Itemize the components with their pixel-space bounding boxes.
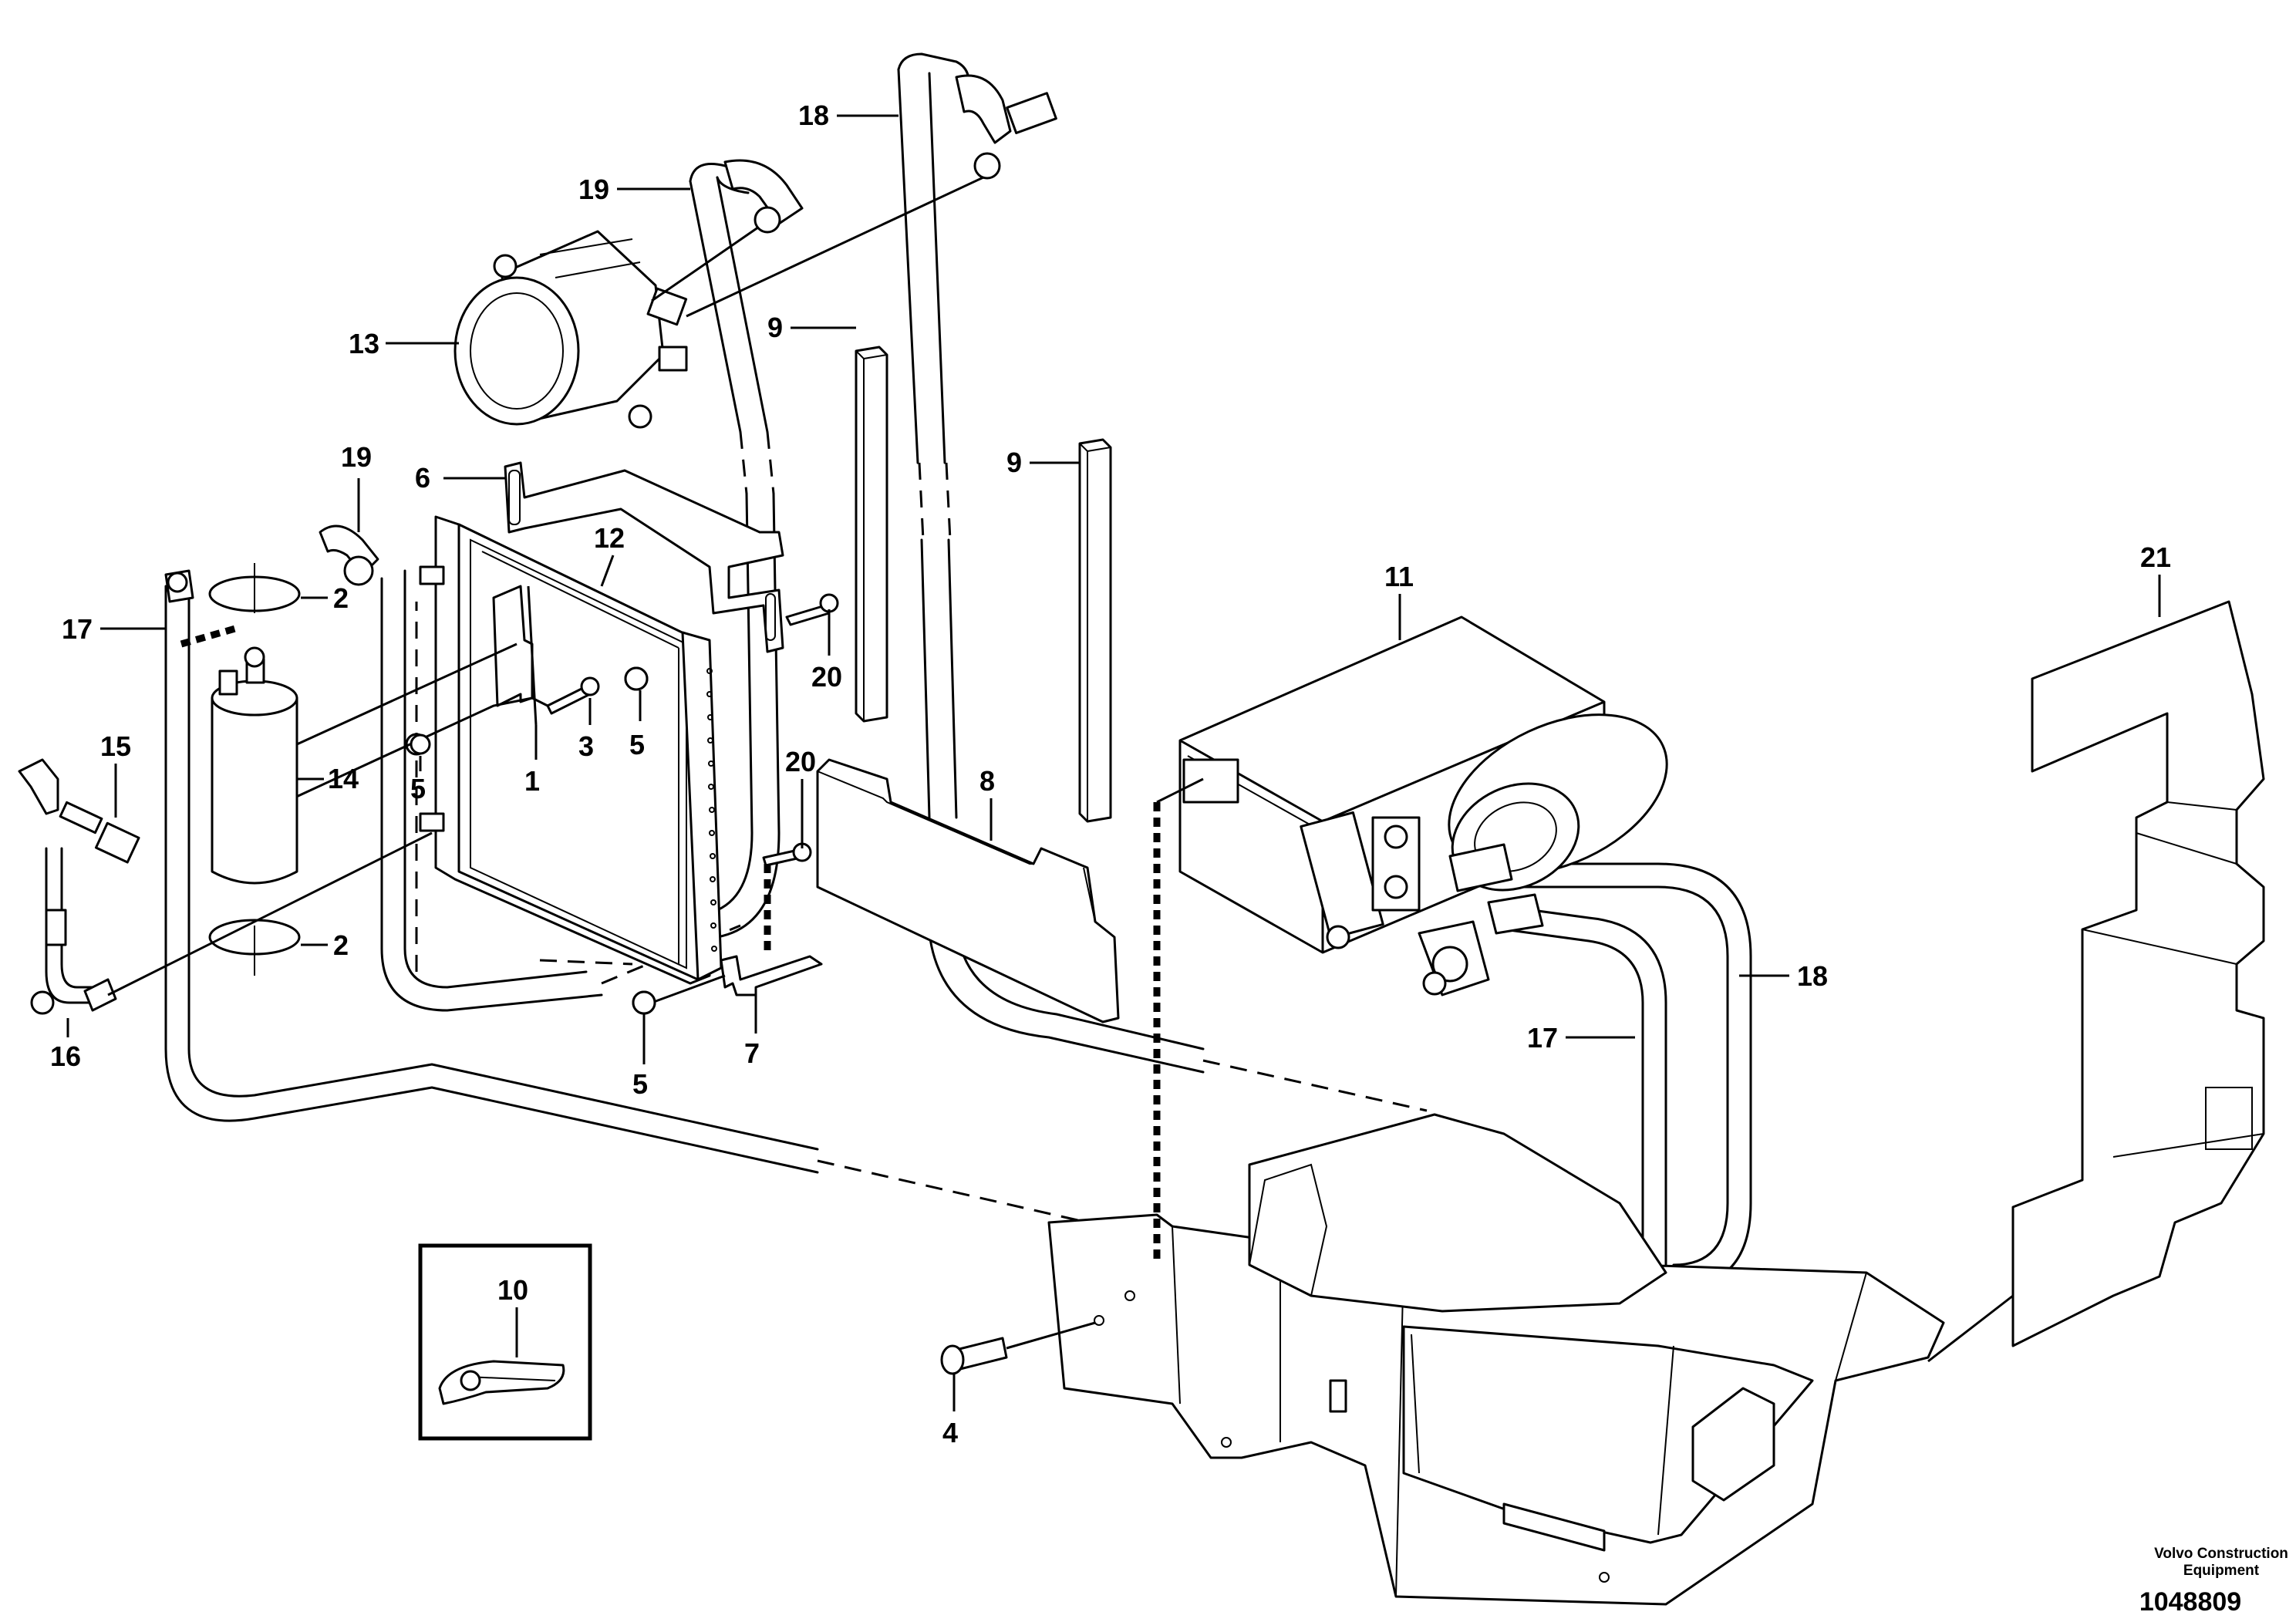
part-16-fitting (18, 758, 433, 1015)
callout-10: 10 (497, 1274, 528, 1306)
brand-line-1: Volvo Construction (2154, 1546, 2288, 1562)
part-15-pressure-switch (59, 801, 140, 864)
callout-8: 8 (979, 765, 995, 797)
callout-3: 3 (578, 730, 594, 762)
callout-13: 13 (349, 328, 379, 359)
callout-9b: 9 (1006, 447, 1022, 478)
callout-5a: 5 (410, 773, 426, 804)
leader-lines (66, 114, 2161, 1411)
callout-20a: 20 (811, 661, 842, 693)
callout-18a: 18 (798, 99, 829, 131)
fitting-17-left (164, 569, 194, 603)
callout-labels: 1 2 2 3 4 5 5 5 6 7 8 9 9 10 11 12 13 14… (50, 99, 2171, 1448)
callout-2a: 2 (333, 582, 349, 614)
lower-housing-tray (1047, 777, 1945, 1606)
document-number: 1048809 (2139, 1587, 2241, 1617)
callout-5b: 5 (629, 729, 645, 760)
callout-19a: 19 (578, 174, 609, 205)
callout-7: 7 (744, 1037, 760, 1069)
part-20-screws (762, 593, 839, 953)
fitting-19-left (319, 524, 379, 586)
callout-19b: 19 (341, 441, 372, 473)
callout-11: 11 (1384, 561, 1414, 592)
part-4-bolt (940, 1315, 1104, 1375)
part-21-side-panel (2011, 600, 2265, 1347)
part-12-condenser (292, 515, 723, 985)
fitting-19-top (723, 159, 804, 234)
part-14-receiver-drier (211, 642, 518, 885)
part-2-clamps (180, 563, 301, 976)
callout-14: 14 (328, 763, 359, 794)
part-11-evaporator-unit (1178, 615, 1668, 996)
callout-6: 6 (415, 462, 430, 494)
brand-line-2: Equipment (2183, 1563, 2260, 1579)
callout-1: 1 (524, 765, 540, 797)
callout-18b: 18 (1797, 960, 1828, 992)
callout-2b: 2 (333, 929, 349, 961)
callout-16: 16 (50, 1040, 81, 1072)
footer: Volvo Construction Equipment 1048809 (2139, 1546, 2288, 1617)
callout-17b: 17 (1527, 1022, 1558, 1054)
condenser-fins (706, 668, 717, 952)
part-9-foam-strips (855, 346, 1112, 823)
callout-4: 4 (942, 1417, 958, 1448)
part-5-nuts (410, 666, 656, 1015)
part-8-foam-block (816, 758, 1120, 1023)
callout-15: 15 (100, 730, 131, 762)
part-6-bracket (504, 461, 784, 653)
callout-12: 12 (594, 522, 625, 554)
fitting-18-top (955, 74, 1057, 180)
callout-17a: 17 (62, 613, 93, 645)
callout-20b: 20 (785, 746, 816, 777)
part-13-compressor (453, 176, 984, 429)
part-10-inset (418, 1243, 592, 1441)
callout-5c: 5 (632, 1068, 648, 1100)
callout-21: 21 (2140, 541, 2171, 573)
callout-9a: 9 (767, 312, 783, 343)
